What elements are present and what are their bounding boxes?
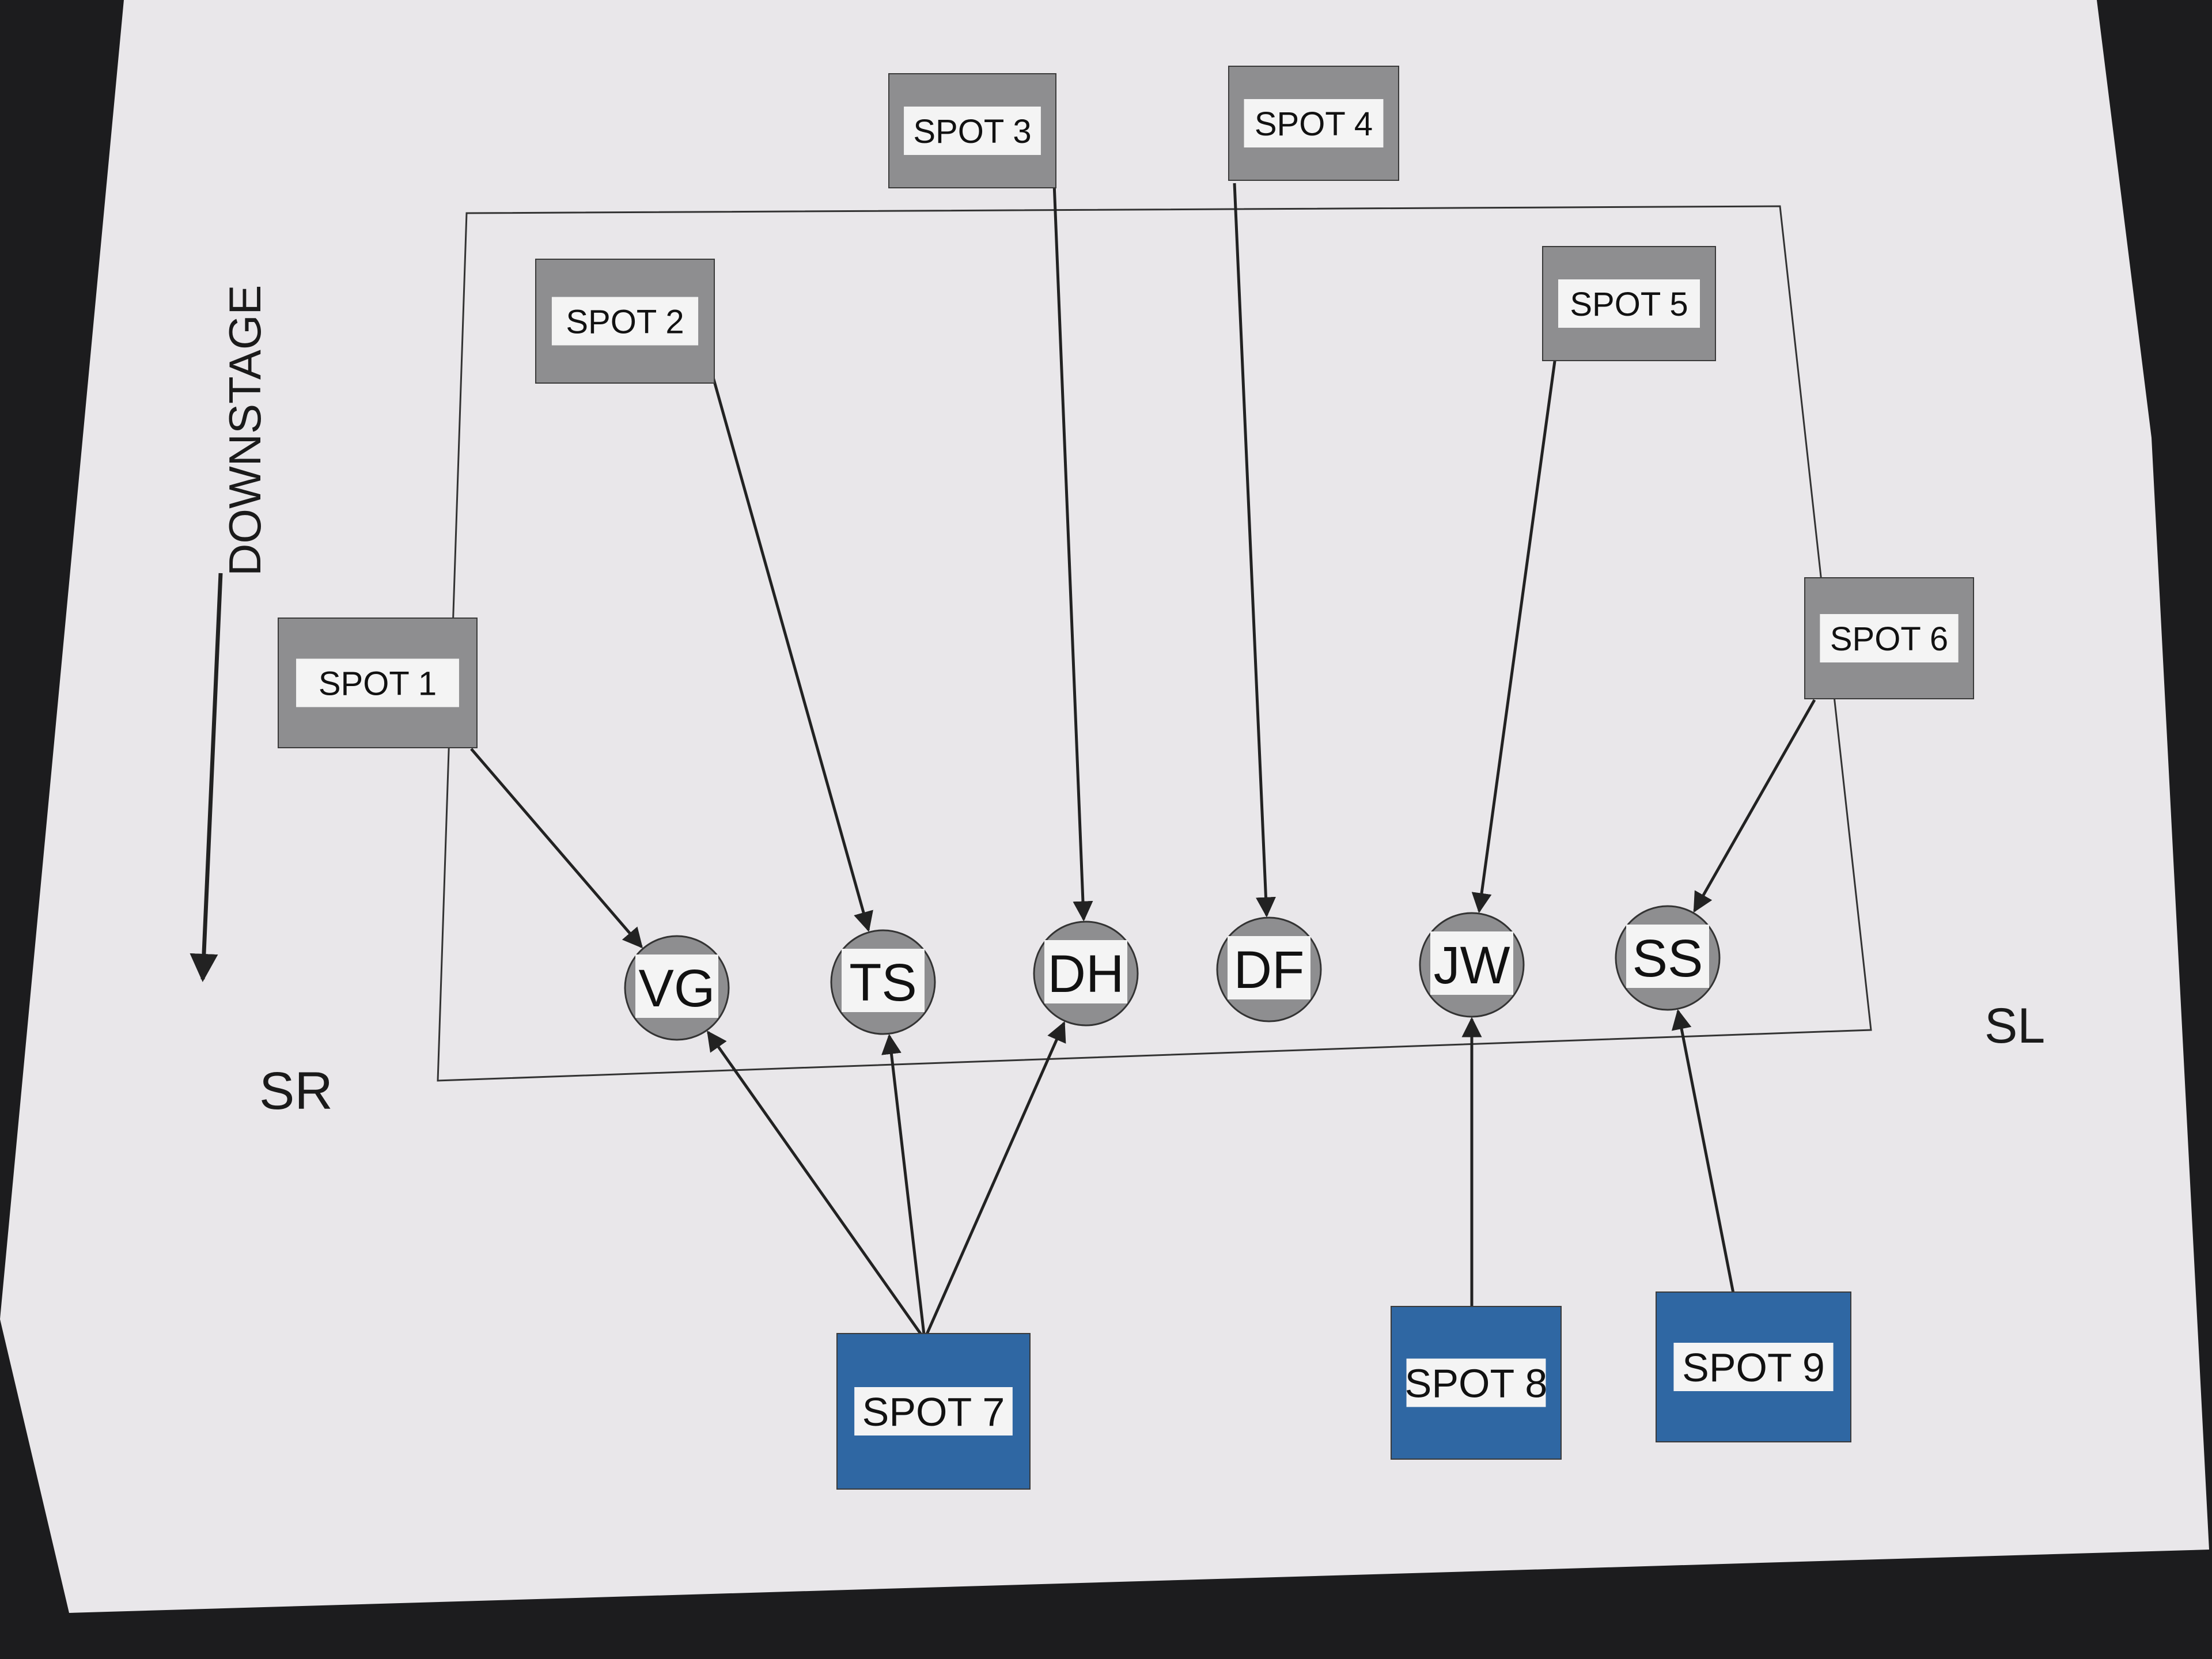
performer-jw: JW	[1419, 912, 1525, 1018]
spot-label-box	[1244, 99, 1384, 147]
beam-spot7-to-dh	[923, 1021, 1066, 1340]
performer-label: SS	[1633, 929, 1703, 988]
spot-label-box	[854, 1387, 1013, 1435]
beam-spot2-to-ts	[711, 377, 873, 932]
spot-label: SPOT 1	[319, 665, 437, 702]
performer-label: VG	[639, 959, 715, 1018]
performer-marks: VG TS DH DF JW SS	[624, 905, 1721, 1041]
performer-label: DH	[1048, 945, 1124, 1003]
performer-label: JW	[1434, 936, 1510, 995]
performer-ts: TS	[830, 929, 936, 1035]
paper-sheet	[0, 0, 2209, 1613]
beam-spot5-to-jw	[1471, 357, 1557, 914]
spot-3-box: SPOT 3	[888, 73, 1056, 188]
spot-label: SPOT 5	[1570, 286, 1688, 323]
spot-label-box	[551, 297, 699, 346]
spotlight-boxes: SPOT 1 SPOT 2 SPOT 3 SPOT 4 SPOT 5 SPOT 6 SPOT…	[278, 66, 1974, 1490]
spot-beam-lines	[470, 183, 1816, 1340]
beam-spot9-to-ss	[1671, 1009, 1736, 1297]
beam-spot7-to-vg	[707, 1030, 926, 1340]
spot-label: SPOT 6	[1830, 620, 1948, 658]
performer-ss: SS	[1615, 905, 1721, 1011]
beam-spot6-to-ss	[1693, 699, 1816, 913]
performer-label: TS	[849, 953, 917, 1012]
spot-label-box	[1558, 279, 1700, 328]
performer-label-box	[1430, 931, 1513, 995]
beam-spot3-to-dh	[1052, 183, 1093, 922]
spot-label-box	[1406, 1358, 1546, 1407]
stage-outline	[437, 205, 1872, 1082]
spot-label-box	[1673, 1343, 1834, 1391]
performer-label-box	[1228, 936, 1310, 999]
downstage-label: DOWNSTAGE	[219, 285, 270, 576]
beam-spot4-to-df	[1233, 183, 1276, 918]
spot-6-box: SPOT 6	[1804, 577, 1974, 699]
spot-4-box: SPOT 4	[1228, 66, 1399, 181]
spot-label: SPOT 3	[913, 113, 1031, 150]
spot-9-box: SPOT 9	[1656, 1291, 1851, 1442]
spot-label-box	[296, 658, 459, 707]
spot-2-box: SPOT 2	[535, 259, 715, 384]
spot-label: SPOT 2	[566, 303, 684, 340]
performer-vg: VG	[624, 935, 730, 1041]
performer-label: DF	[1234, 941, 1305, 999]
spot-1-box: SPOT 1	[278, 618, 478, 748]
spot-7-box: SPOT 7	[836, 1333, 1031, 1490]
performer-label-box	[1044, 940, 1127, 1003]
stage-left-label: SL	[1984, 998, 2045, 1054]
spot-label: SPOT 8	[1405, 1361, 1548, 1406]
spot-label-box	[1820, 614, 1959, 662]
performer-dh: DH	[1033, 921, 1139, 1027]
performer-label-box	[842, 949, 925, 1012]
stage-right-label: SR	[259, 1062, 333, 1120]
performer-label-box	[1626, 925, 1709, 988]
beam-spot7-to-ts	[881, 1033, 926, 1340]
downstage-arrow	[190, 573, 223, 982]
spot-label: SPOT 4	[1255, 105, 1373, 143]
spot-label: SPOT 9	[1682, 1345, 1825, 1390]
spot-label: SPOT 7	[862, 1389, 1005, 1434]
spot-label-box	[904, 107, 1041, 155]
beam-spot1-to-vg	[470, 748, 643, 949]
performer-label-box	[635, 955, 718, 1018]
spot-5-box: SPOT 5	[1542, 246, 1716, 361]
performer-df: DF	[1216, 916, 1322, 1022]
spot-8-box: SPOT 8	[1391, 1306, 1562, 1460]
